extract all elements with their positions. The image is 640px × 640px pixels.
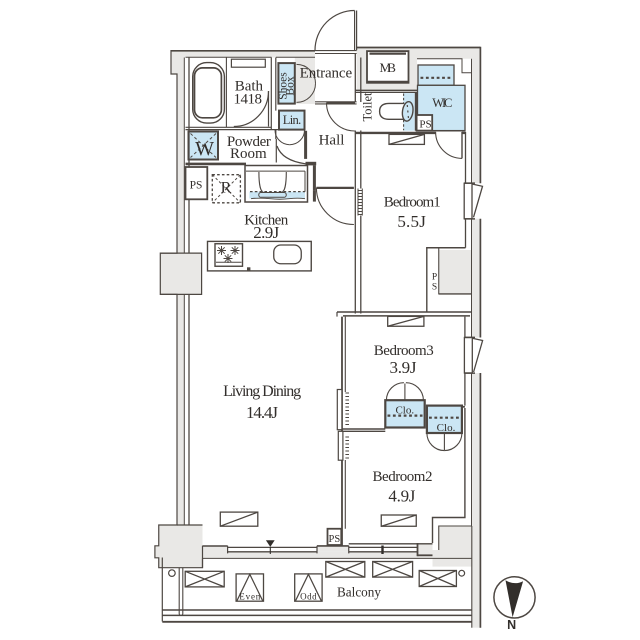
svg-text:Bedroom3: Bedroom3 bbox=[374, 343, 434, 359]
svg-text:WIC: WIC bbox=[432, 96, 452, 110]
svg-text:R: R bbox=[221, 179, 232, 196]
svg-text:Living Dining: Living Dining bbox=[223, 383, 301, 400]
svg-text:Bedroom1: Bedroom1 bbox=[384, 194, 441, 210]
svg-text:Shoes: Shoes bbox=[277, 72, 289, 100]
svg-text:Even: Even bbox=[239, 591, 260, 601]
svg-text:Clo.: Clo. bbox=[395, 404, 414, 416]
svg-text:5.5J: 5.5J bbox=[397, 212, 426, 231]
svg-text:PS: PS bbox=[329, 534, 341, 545]
svg-text:S: S bbox=[432, 283, 437, 293]
svg-text:Hall: Hall bbox=[319, 132, 345, 148]
svg-text:Toilet: Toilet bbox=[361, 92, 375, 122]
svg-text:Lin.: Lin. bbox=[283, 113, 302, 127]
svg-text:Entrance: Entrance bbox=[300, 66, 353, 82]
svg-text:N: N bbox=[507, 618, 516, 632]
svg-text:PS: PS bbox=[419, 119, 431, 131]
svg-text:P: P bbox=[432, 272, 437, 282]
svg-text:Odd: Odd bbox=[300, 591, 317, 601]
svg-text:3.9J: 3.9J bbox=[390, 358, 417, 377]
svg-text:PS: PS bbox=[190, 180, 203, 192]
svg-text:Kitchen: Kitchen bbox=[244, 213, 289, 229]
svg-text:Box: Box bbox=[284, 76, 296, 95]
svg-text:4.9J: 4.9J bbox=[388, 487, 415, 506]
svg-text:Balcony: Balcony bbox=[337, 584, 381, 599]
svg-text:Powder: Powder bbox=[227, 134, 271, 150]
svg-text:2.9J: 2.9J bbox=[253, 223, 279, 242]
svg-text:W: W bbox=[195, 138, 214, 160]
svg-text:1418: 1418 bbox=[234, 92, 262, 108]
svg-text:Bath: Bath bbox=[235, 78, 264, 94]
svg-text:14.4J: 14.4J bbox=[246, 403, 278, 422]
svg-text:Bedroom2: Bedroom2 bbox=[373, 469, 433, 485]
svg-text:MB: MB bbox=[379, 60, 396, 75]
svg-text:Clo.: Clo. bbox=[437, 422, 456, 434]
svg-text:Room: Room bbox=[230, 146, 267, 162]
